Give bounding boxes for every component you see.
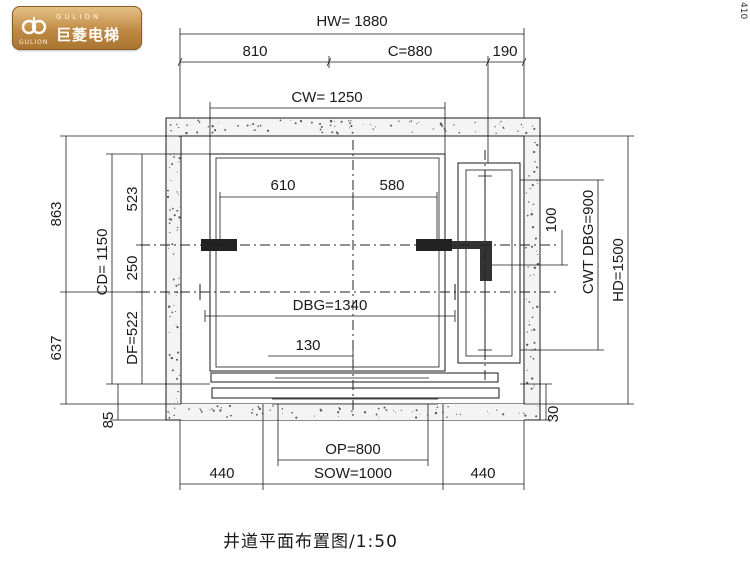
dim-cw: CW= 1250: [291, 89, 362, 106]
edge-fragment-text: 410: [738, 2, 748, 20]
logo-emblem-icon: [21, 17, 47, 35]
logo-english-text: GULION: [56, 13, 102, 21]
elevator-car: [209, 153, 500, 405]
dim-440-right: 440: [470, 465, 495, 482]
dim-190: 190: [492, 43, 517, 60]
dim-c: C=880: [388, 43, 433, 60]
shaft-walls: [165, 117, 541, 421]
cwt-rail-vertical: [480, 241, 492, 281]
dim-sow: SOW=1000: [314, 465, 392, 482]
logo-sub-text: GULION: [19, 39, 49, 46]
landing-sill: [211, 387, 500, 399]
dim-85: 85: [100, 412, 117, 429]
dim-cd: CD= 1150: [94, 229, 111, 296]
center-lines: [140, 140, 560, 420]
dim-637: 637: [48, 335, 65, 360]
dim-cwt-dbg: CWT DBG=900: [580, 190, 597, 294]
dim-580: 580: [379, 177, 404, 194]
drawing-caption: 井道平面布置图/1:50: [223, 532, 398, 552]
car-outline: [209, 153, 446, 372]
dimension-lines: [60, 28, 634, 490]
dim-dbg: DBG=1340: [293, 297, 368, 314]
dim-100: 100: [543, 207, 560, 232]
dim-610: 610: [270, 177, 295, 194]
dim-810: 810: [242, 43, 267, 60]
dim-250: 250: [124, 255, 141, 280]
dim-523: 523: [124, 186, 141, 211]
counterweight-outer: [457, 162, 521, 364]
logo-chinese-text: 巨菱电梯: [56, 26, 121, 44]
dimension-labels: HW= 1880 810 C=880 190 CW= 1250 610 580 …: [48, 13, 627, 482]
dim-30: 30: [545, 406, 562, 423]
dim-hw: HW= 1880: [316, 13, 387, 30]
dim-863: 863: [48, 201, 65, 226]
company-logo: GULION 巨菱电梯 GULION: [12, 6, 142, 50]
dim-440-left: 440: [209, 465, 234, 482]
dim-op: OP=800: [325, 441, 380, 458]
dim-df: DF=522: [124, 311, 141, 365]
cwt-rail-horizontal: [452, 241, 492, 249]
car-sill: [210, 372, 499, 383]
concrete-specks: [166, 119, 540, 419]
dim-hd: HD=1500: [610, 238, 627, 302]
dim-130: 130: [295, 337, 320, 354]
